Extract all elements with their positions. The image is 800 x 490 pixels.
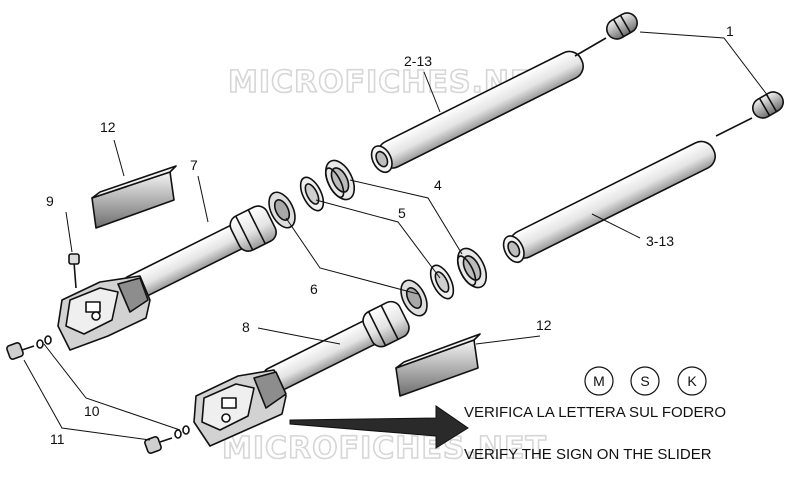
watermark-bottom: MICROFICHES.NET bbox=[222, 431, 547, 466]
stanchion-tube-lower bbox=[502, 140, 716, 264]
sign-letter-s: S bbox=[630, 366, 660, 396]
callouts: 1 2-13 3-13 4 5 6 7 8 9 10 11 12 12 bbox=[46, 23, 734, 447]
svg-text:M: M bbox=[593, 373, 605, 389]
leader-lines bbox=[23, 31, 769, 441]
sign-letter-m: M bbox=[584, 366, 614, 396]
upper-fork-leg bbox=[57, 12, 638, 351]
screw-9 bbox=[68, 253, 80, 289]
callout-2-13: 2-13 bbox=[404, 53, 432, 69]
axle-clamp-upper bbox=[57, 275, 151, 351]
top-cap-lower bbox=[715, 91, 784, 137]
callout-12-lower: 12 bbox=[536, 317, 552, 333]
screw-11-right bbox=[144, 436, 173, 454]
sign-letter-k: K bbox=[677, 366, 707, 396]
ring-5-lower bbox=[429, 264, 455, 300]
washer-10-right bbox=[174, 425, 190, 439]
sign-arrow bbox=[289, 405, 469, 449]
top-cap-upper bbox=[574, 12, 638, 57]
note-english: VERIFY THE SIGN ON THE SLIDER bbox=[464, 446, 712, 463]
dust-seal-6-lower bbox=[400, 279, 428, 317]
callout-5: 5 bbox=[398, 205, 406, 221]
callout-12-upper: 12 bbox=[100, 119, 116, 135]
callout-3-13: 3-13 bbox=[646, 233, 674, 249]
sign-letters: M S K bbox=[584, 366, 707, 396]
ring-5-upper bbox=[299, 176, 325, 212]
seal-ring-4-upper bbox=[324, 159, 356, 201]
slider-8 bbox=[263, 300, 410, 394]
callout-8: 8 bbox=[242, 319, 250, 335]
callout-4: 4 bbox=[434, 177, 442, 193]
svg-text:S: S bbox=[640, 373, 649, 389]
screw-11-left bbox=[6, 342, 35, 360]
lower-fork-leg bbox=[193, 91, 784, 447]
pad-12-upper bbox=[91, 165, 177, 229]
callout-11: 11 bbox=[50, 431, 65, 447]
callout-1: 1 bbox=[726, 23, 734, 39]
callout-7: 7 bbox=[190, 157, 198, 173]
callout-9: 9 bbox=[46, 193, 54, 209]
svg-text:K: K bbox=[687, 373, 697, 389]
seal-ring-4-lower bbox=[456, 247, 488, 289]
washer-10-left bbox=[36, 335, 52, 349]
pad-12-lower bbox=[395, 333, 481, 397]
callout-10: 10 bbox=[84, 403, 100, 419]
stanchion-tube-upper bbox=[370, 50, 584, 174]
note-italian: VERIFICA LA LETTERA SUL FODERO bbox=[464, 404, 726, 421]
callout-6: 6 bbox=[310, 281, 318, 297]
dust-seal-6-upper bbox=[268, 191, 296, 229]
axle-clamp-lower bbox=[193, 369, 287, 447]
